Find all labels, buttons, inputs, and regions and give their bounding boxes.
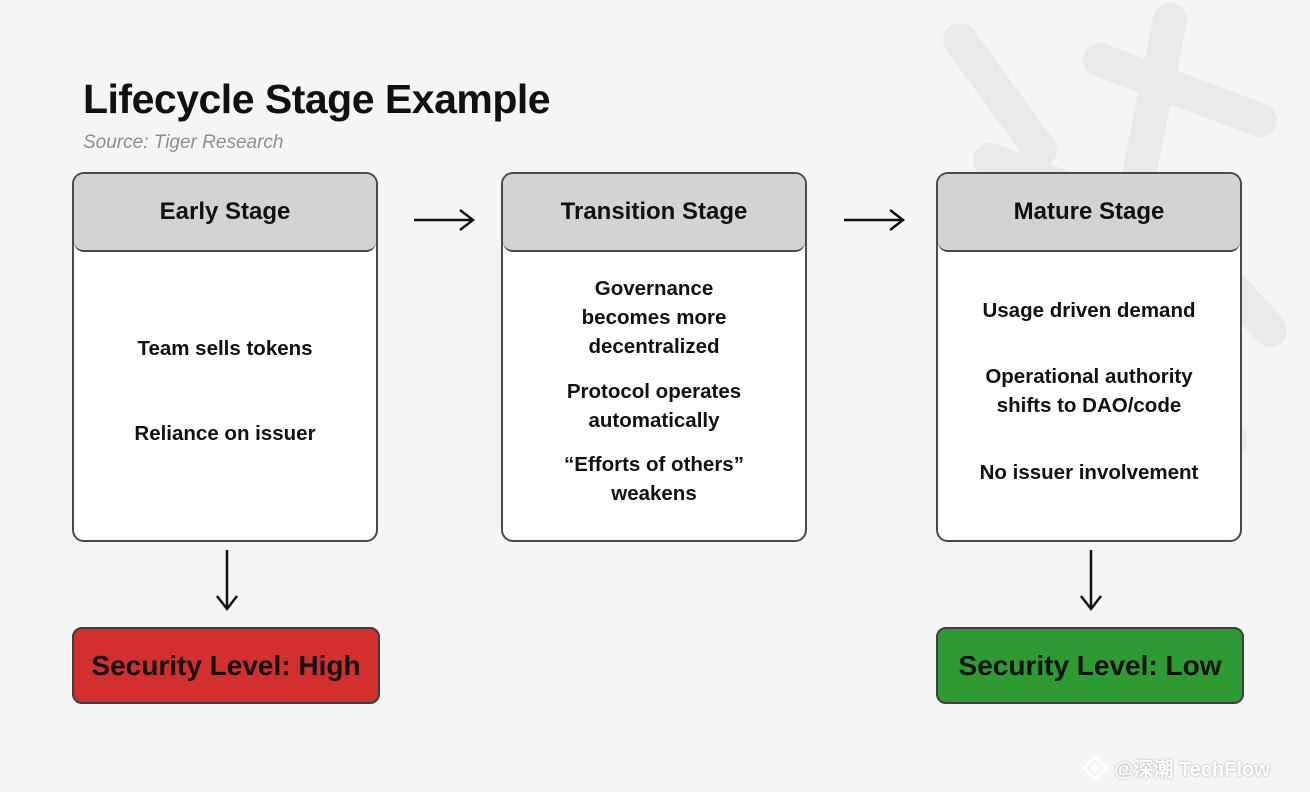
mature-stage-body: Usage driven demand Operational authorit… [938, 252, 1240, 540]
mature-stage-header: Mature Stage [938, 174, 1240, 252]
transition-stage-item: Governance becomes more decentralized [581, 276, 727, 358]
page-title: Lifecycle Stage Example [83, 76, 551, 122]
transition-stage-header: Transition Stage [503, 174, 805, 252]
source-caption: Source: Tiger Research [83, 132, 284, 153]
early-stage-box: Early Stage Team sells tokens Reliance o… [72, 172, 378, 542]
security-level-low-badge: Security Level: Low [936, 627, 1244, 704]
transition-stage-item: Protocol operates automatically [566, 379, 742, 432]
mature-stage-item: Operational authority shifts to DAO/code [985, 365, 1193, 417]
techflow-logo-icon [1082, 754, 1108, 781]
security-level-high-badge: Security Level: High [72, 627, 380, 704]
early-stage-item: Reliance on issuer [134, 422, 316, 445]
early-stage-header: Early Stage [74, 174, 376, 252]
transition-stage-box: Transition Stage Governance becomes more… [501, 172, 807, 542]
arrow-down-icon [216, 550, 238, 612]
transition-stage-body: Governance becomes more decentralized Pr… [503, 252, 805, 540]
arrow-right-icon [414, 209, 476, 231]
transition-stage-item: “Efforts of others” weakens [564, 453, 744, 506]
early-stage-body: Team sells tokens Reliance on issuer [74, 252, 376, 540]
footer-watermark: @深潮 TechFlow [1082, 753, 1270, 782]
early-stage-item: Team sells tokens [137, 337, 313, 360]
mature-stage-item: No issuer involvement [979, 460, 1199, 484]
mature-stage-box: Mature Stage Usage driven demand Operati… [936, 172, 1242, 542]
arrow-down-icon [1080, 550, 1102, 612]
arrow-right-icon [844, 209, 906, 231]
watermark-text: @深潮 TechFlow [1114, 759, 1270, 781]
mature-stage-item: Usage driven demand [982, 298, 1196, 322]
